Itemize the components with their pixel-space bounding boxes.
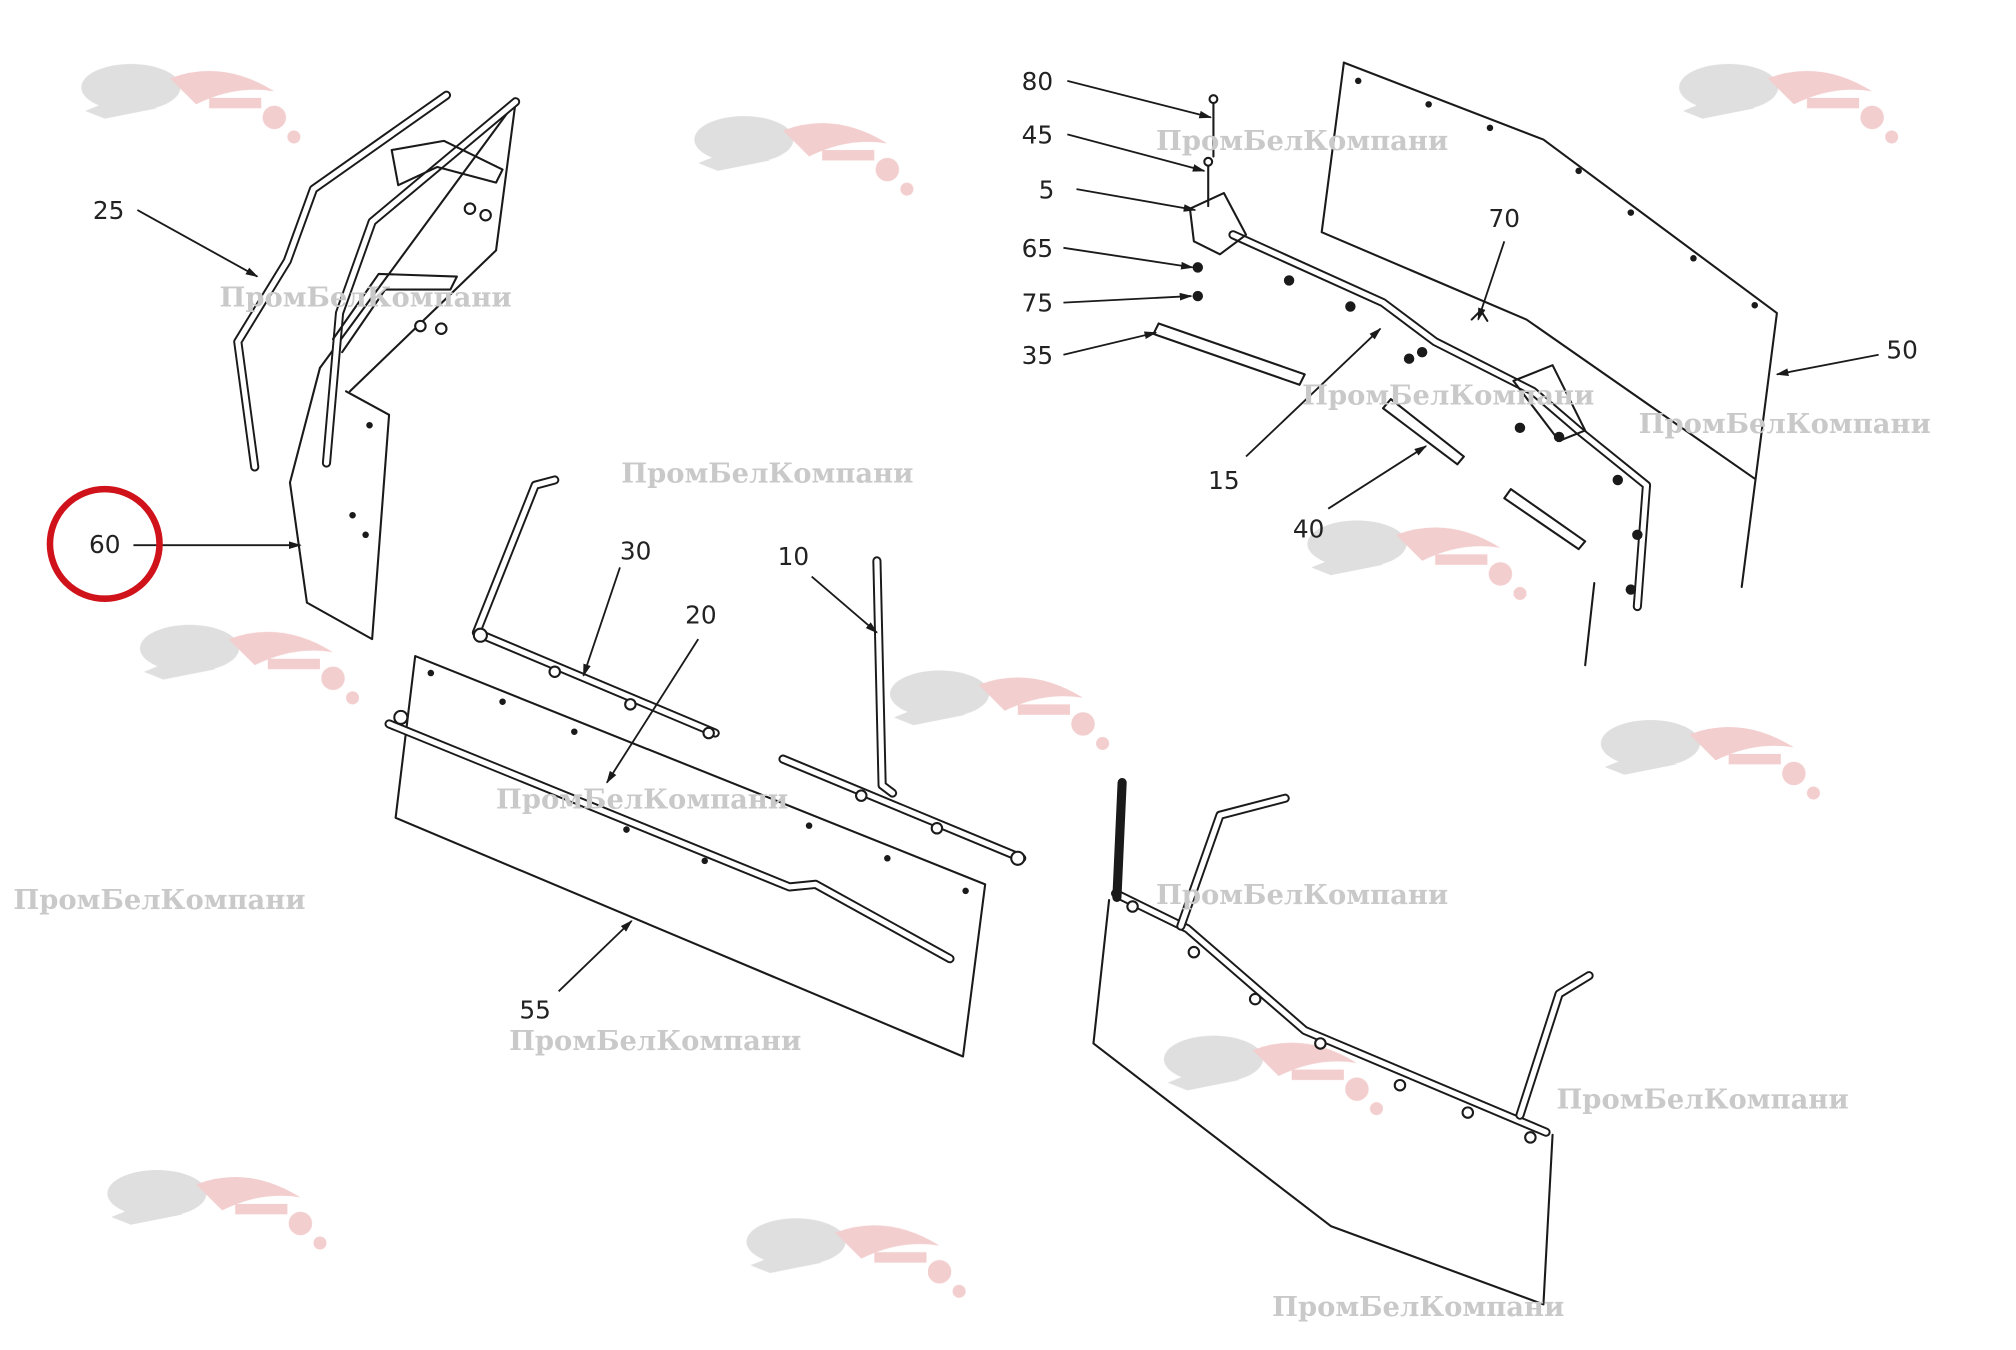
callout-20: 20 — [685, 600, 717, 629]
callout-35: 35 — [1022, 341, 1054, 370]
watermark-texts: ПромБелКомпани ПромБелКомпани ПромБелКом… — [13, 125, 1930, 1323]
watermark-text: ПромБелКомпани — [1302, 379, 1594, 411]
callout-65: 65 — [1022, 234, 1054, 263]
callout-70: 70 — [1489, 204, 1521, 233]
watermark-text: ПромБелКомпани — [1156, 125, 1448, 157]
part-50-panel — [1320, 61, 1778, 667]
watermark-text: ПромБелКомпани — [13, 884, 305, 916]
part-15-support-bar — [1188, 94, 1652, 612]
leader-lines — [133, 79, 1879, 992]
callout-5: 5 — [1039, 175, 1055, 204]
callout-labels: 80 45 5 65 75 35 70 50 15 40 25 60 30 10… — [89, 67, 1918, 1025]
watermark-text: ПромБелКомпани — [621, 458, 913, 490]
watermark-text: ПромБелКомпани — [1556, 1084, 1848, 1116]
bottom-right-assembly — [1092, 778, 1594, 1306]
callout-25: 25 — [93, 196, 125, 225]
watermark-text: ПромБелКомпани — [496, 784, 788, 816]
callout-55: 55 — [519, 996, 551, 1025]
watermark-text: ПромБелКомпани — [1272, 1291, 1564, 1323]
watermark-text: ПромБелКомпани — [220, 282, 512, 314]
callout-10: 10 — [778, 542, 810, 571]
watermark-text: ПромБелКомпани — [1639, 408, 1931, 440]
callout-15: 15 — [1208, 466, 1240, 495]
callout-80: 80 — [1022, 67, 1054, 96]
watermark-text: ПромБелКомпани — [509, 1025, 801, 1057]
callout-50: 50 — [1886, 336, 1918, 365]
highlight-circle-60 — [46, 485, 163, 602]
callout-75: 75 — [1022, 289, 1054, 318]
straps-35-40 — [1152, 322, 1587, 551]
callout-30: 30 — [620, 537, 652, 566]
watermark-text: ПромБелКомпани — [1156, 879, 1448, 911]
callout-45: 45 — [1022, 120, 1054, 149]
part-25-60-side-assembly — [233, 90, 521, 641]
part-55-20-30-10-assembly — [384, 475, 1027, 1058]
callout-60: 60 — [89, 530, 121, 559]
callout-40: 40 — [1293, 514, 1325, 543]
